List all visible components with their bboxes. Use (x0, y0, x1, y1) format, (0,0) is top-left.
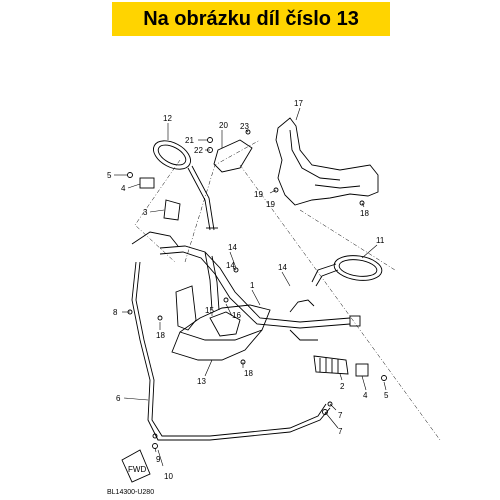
label-4-lower: 4 (363, 391, 368, 400)
label-10: 10 (164, 472, 173, 481)
label-11: 11 (376, 236, 385, 245)
label-17: 17 (294, 99, 303, 108)
fwd-label: FWD (128, 465, 146, 474)
label-21: 21 (185, 136, 194, 145)
label-22: 22 (194, 146, 203, 155)
mirror-right (311, 255, 383, 287)
label-2: 2 (340, 382, 345, 391)
label-7-upper: 7 (338, 411, 343, 420)
handlebar (159, 245, 361, 329)
label-14-mid: 14 (226, 261, 235, 270)
label-20: 20 (219, 121, 228, 130)
label-1: 1 (250, 281, 255, 290)
label-23: 23 (240, 122, 249, 131)
label-3: 3 (143, 208, 148, 217)
label-18-upper: 18 (360, 209, 369, 218)
label-19-right: 19 (266, 200, 275, 209)
label-13: 13 (197, 377, 206, 386)
label-5-lower: 5 (384, 391, 389, 400)
label-6: 6 (116, 394, 121, 403)
cover-part (213, 139, 253, 173)
label-14-right: 14 (278, 263, 287, 272)
label-12: 12 (163, 114, 172, 123)
label-15: 15 (205, 306, 214, 315)
upper-handle-cover (275, 117, 379, 206)
part-labels: 12 20 17 23 21 22 5 4 3 19 19 18 11 14 1… (107, 99, 389, 481)
label-19-left: 19 (254, 190, 263, 199)
label-18-left: 18 (156, 331, 165, 340)
fwd-arrow: FWD (121, 449, 151, 483)
part-number-banner: Na obrázku díl číslo 13 (112, 2, 390, 36)
label-9: 9 (156, 455, 161, 464)
label-5-upper: 5 (107, 171, 112, 180)
label-8: 8 (113, 308, 118, 317)
drawing-code: BL14300-U280 (107, 489, 154, 496)
brake-levers (131, 231, 318, 341)
mirror-left (153, 140, 218, 231)
fasteners (127, 129, 387, 449)
label-16: 16 (232, 311, 241, 320)
banner-text: Na obrázku díl číslo 13 (143, 7, 359, 30)
label-7-lower: 7 (338, 427, 343, 436)
label-18-lower: 18 (244, 369, 253, 378)
grip (313, 355, 369, 377)
label-4-upper: 4 (121, 184, 126, 193)
throttle-cable (131, 261, 331, 441)
bracket (175, 285, 241, 337)
leader-lines (114, 107, 387, 467)
switch-assembly (139, 177, 181, 221)
label-14-top: 14 (228, 243, 237, 252)
